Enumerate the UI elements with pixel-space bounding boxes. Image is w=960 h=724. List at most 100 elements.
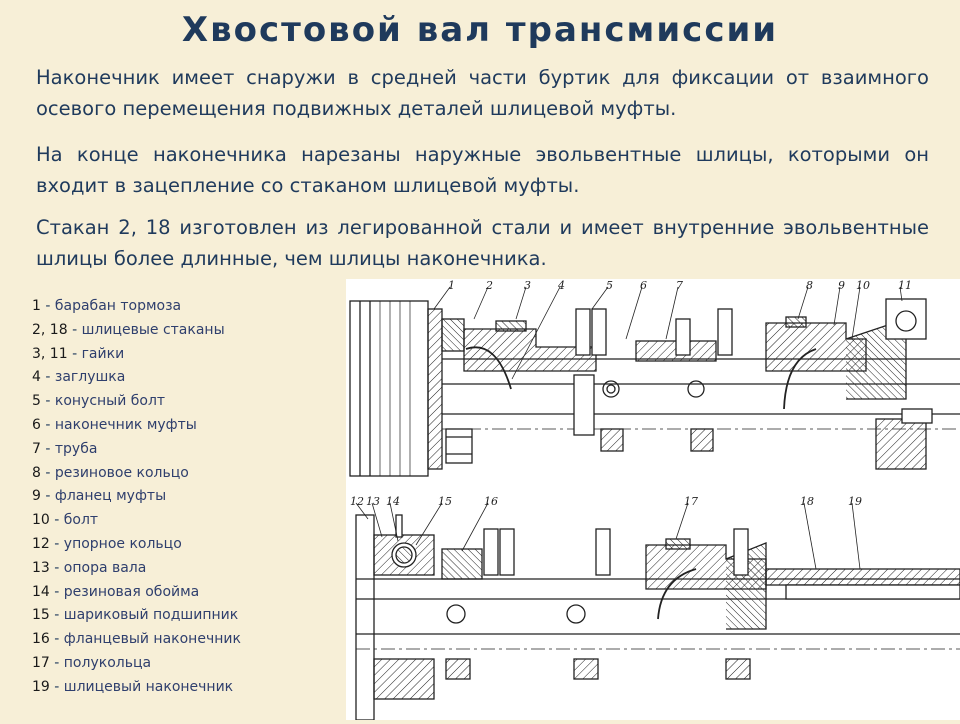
part-number-2: 2 <box>118 216 131 239</box>
legend-item: 2, 18 - шлицевые стаканы <box>32 319 332 343</box>
callout-4: 4 <box>557 279 565 292</box>
legend-item: 17 - полукольца <box>32 652 332 676</box>
part-number-18: 18 <box>145 216 171 239</box>
legend-separator: - <box>40 416 55 433</box>
bottom-callouts: 12 13 14 15 16 17 18 19 <box>350 495 862 508</box>
legend-part-number: 17 <box>32 654 50 671</box>
legend-separator: - <box>49 559 64 576</box>
legend-part-number: 10 <box>32 512 50 529</box>
legend-part-number: 5 <box>32 393 41 410</box>
legend-part-number: 3, 11 <box>32 345 68 362</box>
legend-part-number: 14 <box>32 583 50 600</box>
legend-separator: - <box>40 464 55 481</box>
callout-12: 12 <box>350 495 364 508</box>
legend-separator: - <box>40 393 55 410</box>
legend-part-name: гайки <box>81 345 125 362</box>
legend-separator: - <box>49 512 64 529</box>
legend-part-name: барабан тормоза <box>54 298 182 314</box>
bottom-assembly-view <box>355 502 960 721</box>
callout-15: 15 <box>438 495 452 508</box>
legend-item: 9 - фланец муфты <box>32 485 332 509</box>
legend-separator: - <box>67 321 82 338</box>
legend-part-name: фланец муфты <box>54 488 167 505</box>
legend-part-name: конусный болт <box>54 393 166 410</box>
legend-part-name: резиновая обойма <box>63 583 200 600</box>
callout-2: 2 <box>485 279 493 292</box>
legend-item: 19 - шлицевый наконечник <box>32 676 332 700</box>
legend-item: 13 - опора вала <box>32 557 332 581</box>
legend-separator: - <box>40 298 55 314</box>
callout-3: 3 <box>524 279 531 292</box>
legend-item: 8 - резиновое кольцо <box>32 462 332 486</box>
legend-item: 12 - упорное кольцо <box>32 533 332 557</box>
legend-separator: - <box>49 535 64 552</box>
legend-item: 1 - барабан тормоза <box>32 295 332 319</box>
callout-19: 19 <box>848 495 862 508</box>
page-title: Хвостовой вал трансмиссии <box>181 10 779 50</box>
top-assembly-view <box>349 286 960 477</box>
legend-part-name: полукольца <box>63 654 152 671</box>
callout-17: 17 <box>684 495 698 508</box>
legend-separator: - <box>49 631 64 648</box>
legend-item: 5 - конусный болт <box>32 390 332 414</box>
legend-item: 15 - шариковый подшипник <box>32 604 332 628</box>
legend-item: 16 - фланцевый наконечник <box>32 628 332 652</box>
legend-separator: - <box>40 440 55 457</box>
callout-11: 11 <box>898 279 912 292</box>
legend-part-name: болт <box>63 512 99 529</box>
legend-part-name: наконечник муфты <box>54 416 197 433</box>
legend-separator: - <box>49 607 64 624</box>
legend-item: 10 - болт <box>32 509 332 533</box>
paragraph-text: изготовлен из легированной стали и имеет… <box>36 216 929 270</box>
legend-part-number: 13 <box>32 559 50 576</box>
legend-separator: - <box>67 345 82 362</box>
legend-part-name: шлицевые стаканы <box>81 321 225 338</box>
legend-separator: - <box>49 583 64 600</box>
legend-item: 7 - труба <box>32 438 332 462</box>
callout-8: 8 <box>806 279 813 292</box>
legend-separator: - <box>49 654 64 671</box>
paragraph-text: Стакан <box>36 216 119 239</box>
callout-1: 1 <box>448 279 455 292</box>
legend-part-name: заглушка <box>54 369 126 386</box>
legend-separator: - <box>40 488 55 505</box>
legend-part-number: 2, 18 <box>32 321 68 338</box>
legend-item: 6 - наконечник муфты <box>32 414 332 438</box>
legend-item: 3, 11 - гайки <box>32 343 332 367</box>
callout-7: 7 <box>676 279 683 292</box>
top-callouts: 1 2 3 4 5 6 7 8 9 10 11 <box>448 279 912 292</box>
paragraph-tip-splines: На конце наконечника нарезаны наружные э… <box>36 143 929 197</box>
legend-part-name: шлицевый наконечник <box>63 678 234 695</box>
legend-item: 14 - резиновая обойма <box>32 581 332 605</box>
brake-drum <box>349 300 443 477</box>
legend-part-number: 19 <box>32 678 50 695</box>
legend-part-name: труба <box>54 440 98 457</box>
paragraph-cup-material: Стакан 2, 18 изготовлен из легированной … <box>36 212 929 274</box>
shaft-assembly-drawing: 1 2 3 4 5 6 7 8 9 10 11 <box>346 279 960 721</box>
paragraph-tip-collar: Наконечник имеет снаружи в средней части… <box>36 66 929 120</box>
paragraph-text: , <box>130 216 146 239</box>
legend-part-name: шариковый подшипник <box>63 607 239 624</box>
technical-drawing-svg: 1 2 3 4 5 6 7 8 9 10 11 <box>349 279 960 721</box>
legend-part-number: 7 <box>32 440 41 457</box>
legend-part-number: 9 <box>32 488 41 505</box>
callout-9: 9 <box>838 279 845 292</box>
legend-part-name: фланцевый наконечник <box>63 631 241 648</box>
legend-part-number: 1 <box>32 298 41 314</box>
legend-part-name: резиновое кольцо <box>54 464 189 481</box>
legend-part-number: 16 <box>32 631 50 648</box>
legend-item: 4 - заглушка <box>32 366 332 390</box>
legend-part-number: 12 <box>32 535 50 552</box>
callout-5: 5 <box>606 279 613 292</box>
legend-part-number: 15 <box>32 607 50 624</box>
legend-part-name: упорное кольцо <box>63 535 182 552</box>
legend-separator: - <box>40 369 55 386</box>
legend-part-name: опора вала <box>63 559 147 576</box>
callout-14: 14 <box>386 495 400 508</box>
legend-part-number: 6 <box>32 416 41 433</box>
callout-10: 10 <box>856 279 870 292</box>
callout-6: 6 <box>640 279 647 292</box>
legend-separator: - <box>49 678 64 695</box>
callout-13: 13 <box>366 495 380 508</box>
